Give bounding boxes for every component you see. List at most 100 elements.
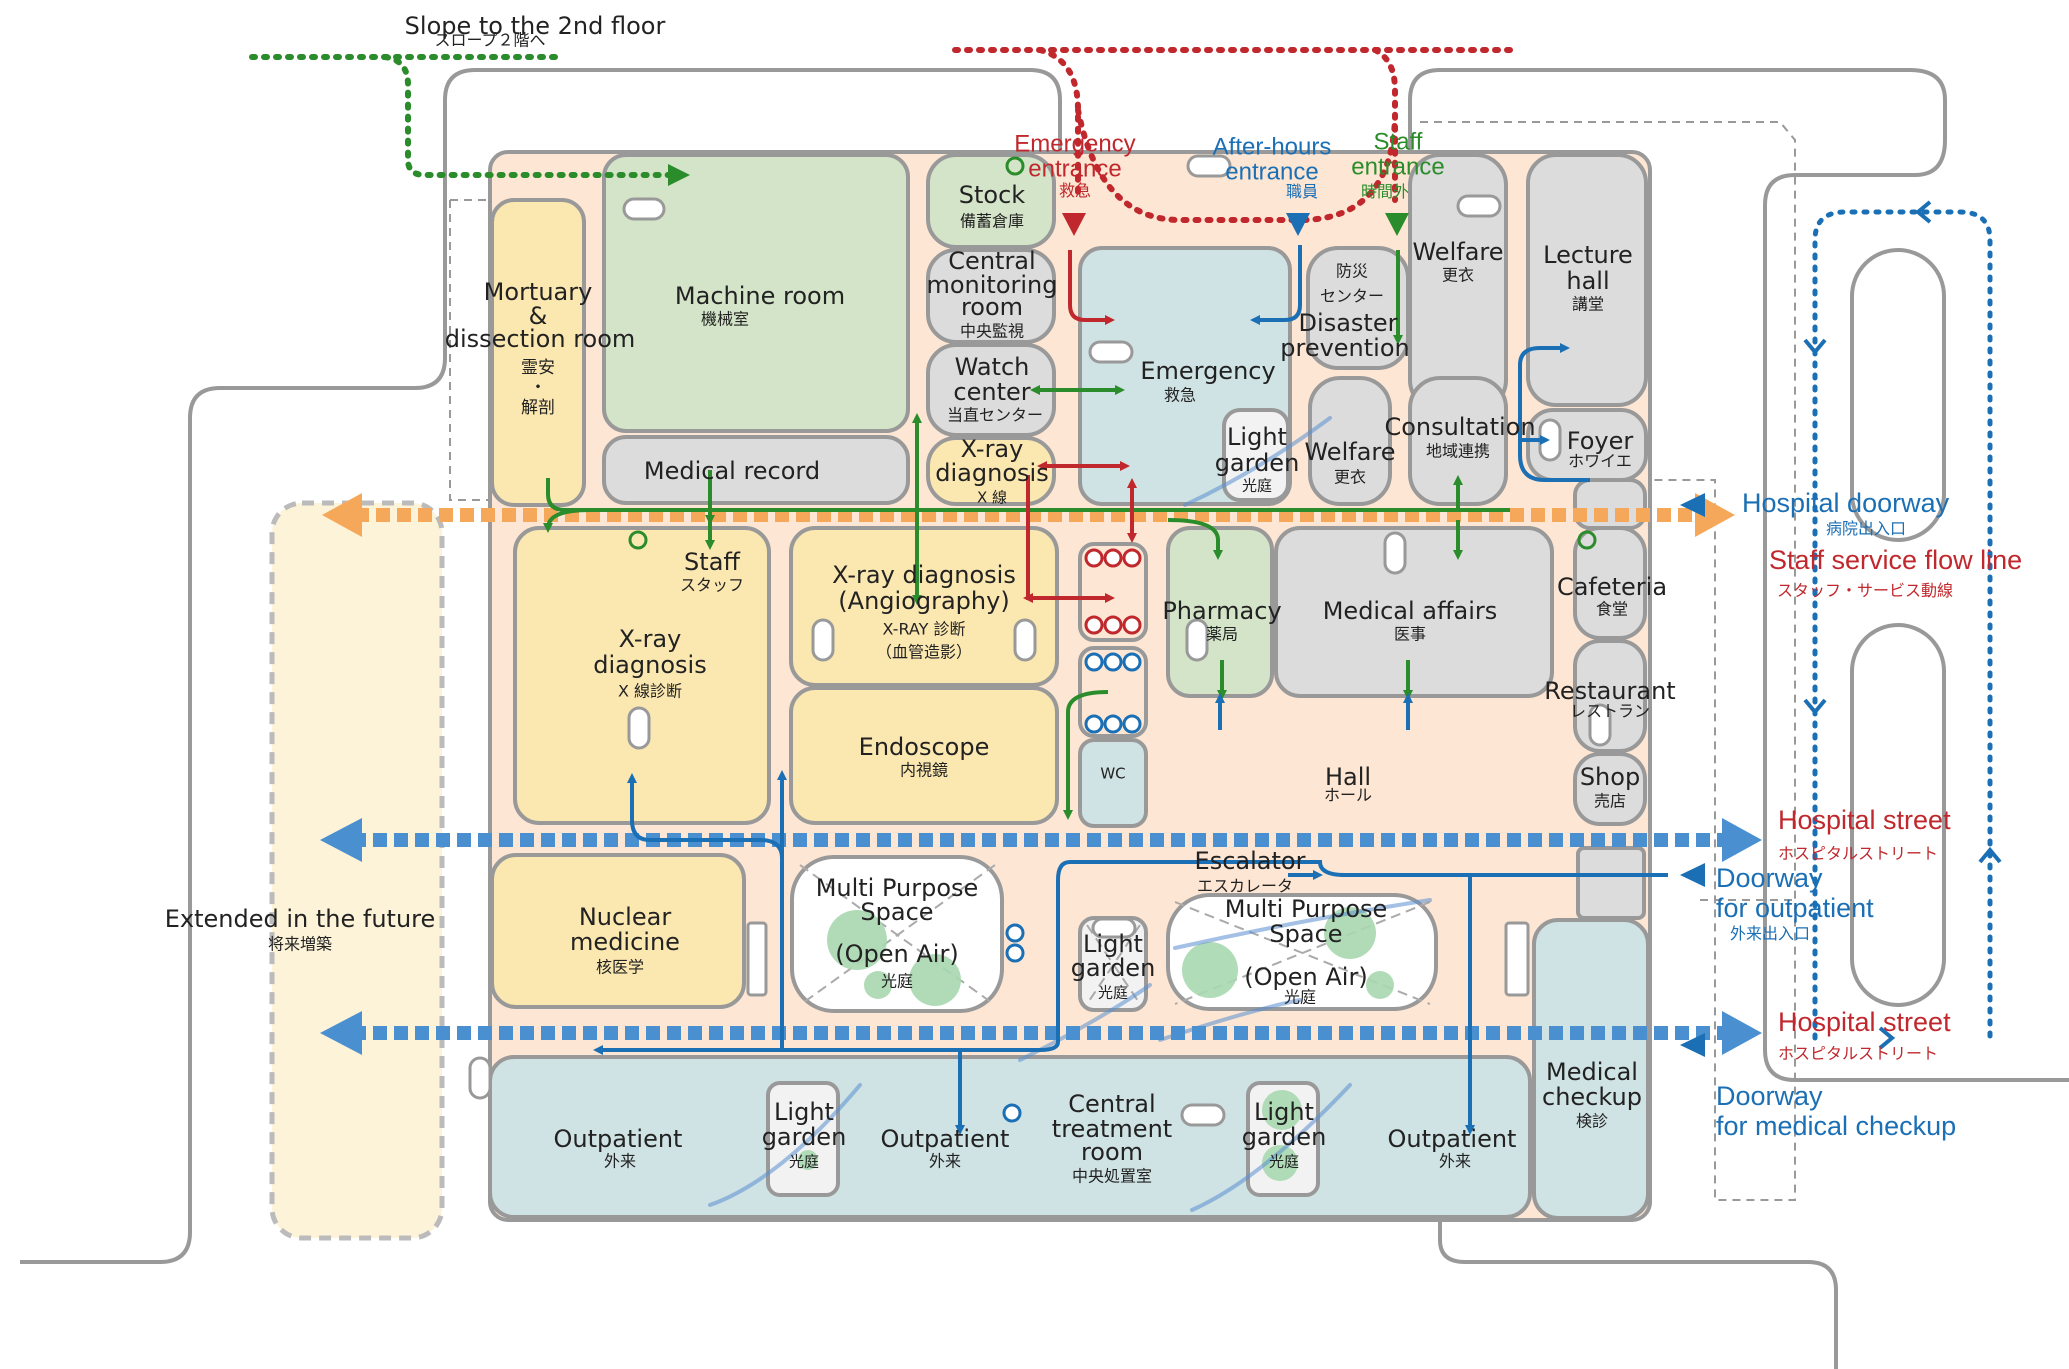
watch-center-label-1: Watch (955, 353, 1030, 381)
pharmacy-label-jp: 薬局 (1206, 625, 1238, 644)
entrance-markers (1062, 213, 1409, 236)
endoscope-room (789, 686, 1059, 825)
hospital-street-1-label: Hospital street (1778, 805, 1951, 835)
mortuary-label-1: Mortuary (484, 278, 593, 306)
central-treatment-label-jp: 中央処置室 (1072, 1167, 1152, 1186)
staff-entrance-label-jp: 時間外 (1361, 183, 1409, 201)
mortuary-label-jp1: 霊安 (521, 358, 555, 378)
mps-left-label-3: (Open Air) (835, 940, 958, 968)
emergency-room-label-jp: 救急 (1164, 386, 1196, 405)
staff-label: Staff (684, 548, 740, 576)
staff-routes-green (543, 250, 1510, 820)
light-garden-o1-label-2: garden (762, 1123, 847, 1151)
emergency-routes-red (1023, 250, 1137, 603)
endoscope-label: Endoscope (859, 733, 990, 761)
central-treatment-label-2: treatment (1052, 1115, 1172, 1143)
light-garden-o2-label-2: garden (1242, 1123, 1327, 1151)
shop-label-jp: 売店 (1594, 792, 1626, 811)
medical-affairs-room (1274, 526, 1554, 698)
central-treatment-label-1: Central (1068, 1090, 1155, 1118)
stock-label: Stock (959, 181, 1026, 209)
medical-checkup-room-label-jp: 検診 (1576, 1112, 1608, 1131)
hospital-street-upper (320, 818, 1762, 862)
doorway-checkup-label-1: Doorway (1716, 1081, 1823, 1111)
hall-label: Hall (1325, 763, 1371, 791)
outpatient-left-label-jp: 外来 (604, 1152, 636, 1171)
welfare-room-mid (1308, 376, 1392, 506)
medical-checkup-room-label-1: Medical (1546, 1058, 1638, 1086)
hospital-doorway-label: Hospital doorway (1742, 488, 1950, 518)
mps-right-label-jp: 光庭 (1284, 988, 1316, 1007)
angiography-label-2: (Angiography) (838, 587, 1009, 615)
nuclear-label-1: Nuclear (579, 903, 672, 931)
endoscope-label-jp: 内視鏡 (900, 761, 948, 780)
wc-label: WC (1100, 765, 1125, 783)
doorway-checkup-label-2: for medical checkup (1716, 1111, 1956, 1141)
road-islands (1850, 248, 1946, 1007)
light-garden-em-label-jp: 光庭 (1242, 477, 1272, 495)
future-extension-label-jp: 将来増築 (268, 935, 332, 954)
mortuary-label-jp3: 解剖 (521, 398, 555, 418)
emergency-approach-route-red (952, 47, 1513, 223)
lecture-hall-label-jp: 講堂 (1572, 295, 1604, 314)
future-extension-area (269, 500, 445, 1241)
welfare-top-label-jp: 更衣 (1442, 266, 1474, 285)
central-monitoring-label-2: monitoring (926, 271, 1057, 299)
pharmacy-label: Pharmacy (1162, 597, 1281, 625)
foyer-label: Foyer (1567, 427, 1634, 455)
slope-route-green (249, 54, 678, 178)
cafeteria-room (1573, 526, 1647, 640)
open-air-trees (798, 907, 1394, 1181)
welfare-top-label: Welfare (1412, 238, 1503, 266)
consultation-label: Consultation (1384, 413, 1535, 441)
welfare-mid-label-jp: 更衣 (1334, 468, 1366, 487)
xray-small-label-2: diagnosis (935, 459, 1048, 487)
machine-room-label: Machine room (675, 282, 845, 310)
central-monitoring-label-jp: 中央監視 (960, 322, 1024, 341)
angiography-room (789, 526, 1059, 687)
mps-right-label-3: (Open Air) (1244, 963, 1367, 991)
light-garden-mid-label-2: garden (1071, 954, 1156, 982)
mps-left-label-1: Multi Purpose (816, 874, 979, 902)
xray-diagnosis-small-room (926, 436, 1056, 506)
cafeteria-label-jp: 食堂 (1596, 600, 1628, 619)
angiography-label-jp1: X-RAY 診断 (883, 620, 966, 639)
outpatient-left-label: Outpatient (554, 1125, 683, 1153)
light-garden-mid-label-1: Light (1083, 930, 1143, 958)
light-garden-em-label-2: garden (1215, 449, 1300, 477)
staff-entrance-label-2: entrance (1351, 153, 1444, 180)
bousai-label-jp1: 防災 (1336, 262, 1368, 281)
doorway-triangles (1680, 493, 1705, 1057)
hospital-street-lower (320, 1011, 1762, 1055)
restaurant-label-jp: レストラン (1570, 702, 1650, 721)
hospital-street-1-label-jp: ホスピタルストリート (1778, 845, 1938, 863)
light-garden-o2-label-jp: 光庭 (1269, 1153, 1299, 1171)
light-garden-o1-label-1: Light (774, 1098, 834, 1126)
central-treatment-label-3: room (1081, 1138, 1143, 1166)
outer-loop-chevrons (1803, 200, 2002, 1050)
afterhours-entrance-label-2: entrance (1225, 158, 1318, 185)
mortuary-label-2: & (529, 302, 548, 330)
service-yard-outline (449, 121, 1796, 1201)
restaurant-label: Restaurant (1544, 677, 1675, 705)
future-extension-label: Extended in the future (165, 905, 436, 933)
lecture-hall-label-2: hall (1566, 267, 1609, 295)
doorway-outpatient-label-1: Doorway (1716, 863, 1823, 893)
slope-label-en: Slope to the 2nd floor (405, 12, 666, 40)
xray-big-label-jp: X 線診断 (618, 682, 682, 701)
doorway-outpatient-label-jp: 外来出入口 (1730, 925, 1810, 943)
watch-center-label-2: center (953, 378, 1030, 406)
shop-room (1573, 752, 1647, 826)
hospital-doorway-label-jp: 病院出入口 (1826, 520, 1906, 538)
afterhours-entrance-label-jp: 職員 (1286, 183, 1318, 201)
bousai-label-en1: Disaster (1299, 309, 1398, 337)
medical-checkup-room-label-2: checkup (1542, 1083, 1642, 1111)
light-garden-o2-label-1: Light (1254, 1098, 1314, 1126)
mortuary-label-3: dissection room (445, 325, 636, 353)
outer-staff-loop-blue (1812, 209, 1993, 1041)
foyer-label-jp: ホワイエ (1568, 452, 1632, 471)
medical-record-room (602, 435, 910, 505)
bousai-label-en2: prevention (1280, 334, 1410, 362)
angiography-label-1: X-ray diagnosis (832, 561, 1016, 589)
